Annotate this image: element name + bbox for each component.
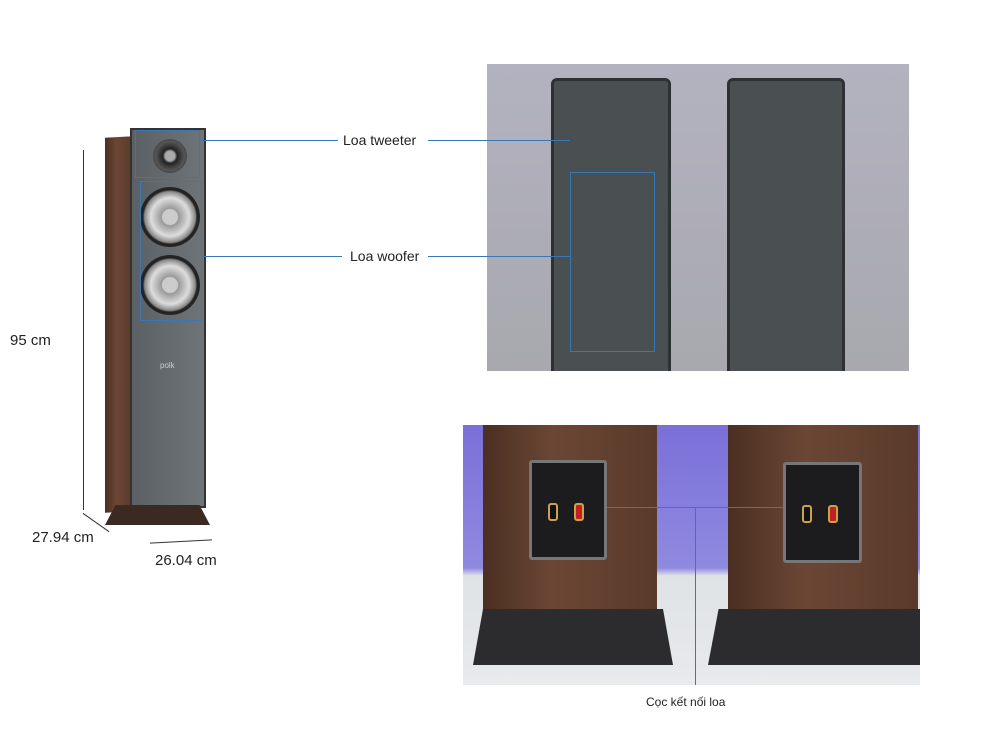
front-grille-photo: [487, 64, 909, 371]
woofer-highlight-box: [140, 181, 202, 321]
rear-speaker-right-base: [708, 609, 920, 665]
grille-right: [727, 78, 845, 371]
width-dimension-label: 26.04 cm: [155, 552, 217, 569]
speaker-base: [105, 505, 210, 525]
brand-logo: polk: [160, 361, 175, 370]
grille-left: [551, 78, 671, 371]
rear-speaker-left-base: [473, 609, 673, 665]
tweeter-callout-line-photo: [487, 140, 570, 141]
terminal-panel-left: [529, 460, 607, 560]
tweeter-callout-line: [200, 140, 338, 141]
woofer-label: Loa woofer: [350, 248, 420, 264]
terminal-post-black: [548, 503, 558, 521]
woofer-callout-line-photo: [487, 256, 570, 257]
tweeter-driver: [153, 139, 187, 173]
width-dimension-line: [150, 539, 212, 544]
woofer-driver-upper: [140, 187, 200, 247]
terminal-post-red: [828, 505, 838, 523]
height-dimension-label: 95 cm: [10, 332, 51, 349]
woofer-area-highlight: [570, 172, 655, 352]
tweeter-highlight-box: [135, 130, 200, 178]
terminals-label: Cọc kết nối loa: [646, 695, 726, 709]
front-speaker-illustration: polk: [100, 125, 210, 540]
height-dimension-line: [83, 150, 84, 510]
woofer-callout-line: [202, 256, 342, 257]
depth-dimension-label: 27.94 cm: [32, 529, 94, 546]
terminal-post-red: [574, 503, 584, 521]
rear-terminals-photo: [463, 425, 920, 685]
tweeter-label: Loa tweeter: [343, 132, 417, 148]
terminal-post-black: [802, 505, 812, 523]
terminals-callout-line-vertical: [695, 507, 696, 685]
terminal-panel-right: [783, 462, 862, 563]
speaker-side-panel: [105, 136, 133, 513]
woofer-driver-lower: [140, 255, 200, 315]
